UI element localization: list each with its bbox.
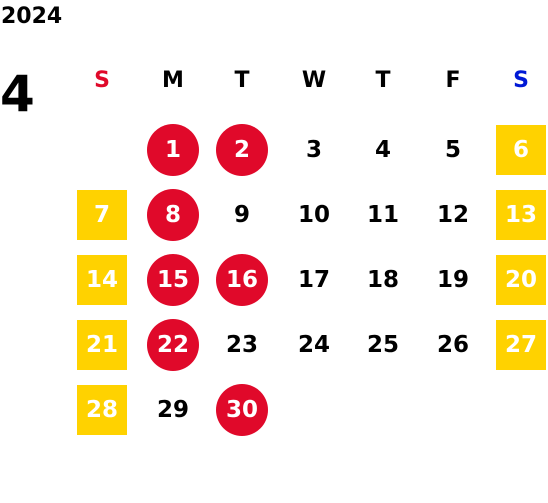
day-11: 11 [366, 202, 399, 228]
weekday-label-1: M [162, 68, 184, 93]
weekday-label-2: T [234, 68, 250, 93]
day-28: 28 [77, 385, 127, 435]
day-9: 9 [233, 202, 250, 228]
year-label: 2024 [1, 4, 63, 29]
weekday-label-6: S [513, 68, 529, 93]
day-1: 1 [147, 124, 199, 176]
day-17: 17 [297, 267, 330, 293]
month-label: 4 [0, 65, 35, 123]
weekday-label-5: F [445, 68, 461, 93]
day-12: 12 [436, 202, 469, 228]
day-5: 5 [444, 137, 461, 163]
day-26: 26 [436, 332, 469, 358]
day-27: 27 [496, 320, 546, 370]
weekday-label-4: T [375, 68, 391, 93]
day-19: 19 [436, 267, 469, 293]
day-7: 7 [77, 190, 127, 240]
day-15: 15 [147, 254, 199, 306]
day-6: 6 [496, 125, 546, 175]
day-23: 23 [225, 332, 258, 358]
day-18: 18 [366, 267, 399, 293]
day-25: 25 [366, 332, 399, 358]
day-29: 29 [156, 397, 189, 423]
day-3: 3 [305, 137, 322, 163]
day-21: 21 [77, 320, 127, 370]
day-14: 14 [77, 255, 127, 305]
day-4: 4 [374, 137, 391, 163]
weekday-label-3: W [301, 68, 327, 93]
day-30: 30 [216, 384, 268, 436]
day-13: 13 [496, 190, 546, 240]
day-22: 22 [147, 319, 199, 371]
day-2: 2 [216, 124, 268, 176]
day-24: 24 [297, 332, 330, 358]
day-8: 8 [147, 189, 199, 241]
day-20: 20 [496, 255, 546, 305]
weekday-label-0: S [94, 68, 110, 93]
day-10: 10 [297, 202, 330, 228]
day-16: 16 [216, 254, 268, 306]
